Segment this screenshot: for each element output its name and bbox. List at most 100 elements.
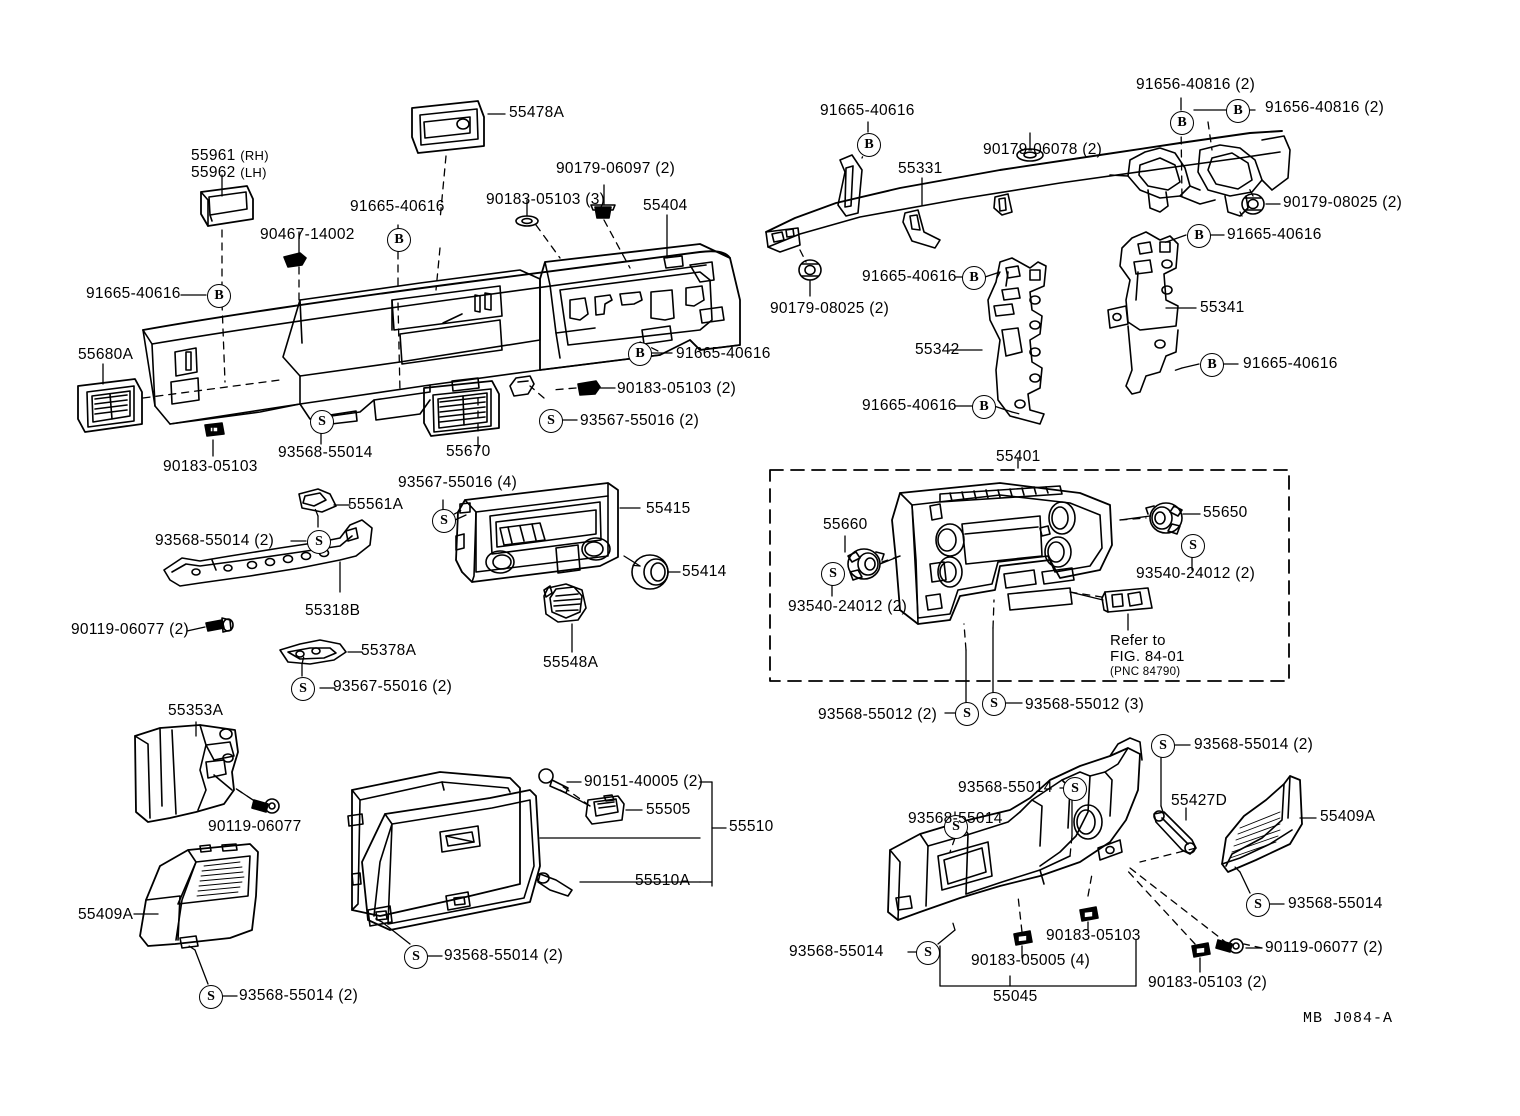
label-55505: 55505	[646, 801, 691, 818]
marker-s-93568-55012-b: S	[982, 692, 1006, 716]
label-90179-06078: 90179-06078 (2)	[983, 141, 1103, 158]
marker-s-93568-55012-a: S	[955, 702, 979, 726]
label-55962: 55962 (LH)	[191, 164, 267, 181]
part-55660-socket	[847, 548, 885, 581]
marker-s-93540-24012-left: S	[821, 562, 845, 586]
label-90183-05103-3: 90183-05103 (3)	[486, 191, 606, 208]
label-55342: 55342	[915, 341, 960, 358]
marker-letter: S	[318, 414, 326, 429]
label-55548A: 55548A	[543, 654, 599, 671]
label-93568-55014-55045-top: 93568-55014	[958, 779, 1053, 796]
marker-letter: S	[952, 819, 960, 834]
part-55505-striker	[585, 794, 625, 825]
part-55341-bracket	[1107, 231, 1179, 395]
label-93568-55014-55409A-left: 93568-55014 (2)	[239, 987, 359, 1004]
marker-letter: S	[299, 681, 307, 696]
marker-letter: B	[979, 399, 989, 414]
label-55427D: 55427D	[1171, 792, 1228, 809]
label-55961: 55961 (RH)	[191, 147, 269, 164]
part-55670-vent	[423, 380, 500, 437]
part-90119-06077-bolt-right	[1215, 938, 1244, 954]
label-90467-14002: 90467-14002	[260, 226, 355, 243]
label-90183-05103-55045: 90183-05103	[1046, 927, 1141, 944]
marker-letter: S	[829, 566, 837, 581]
label-55510A: 55510A	[635, 872, 691, 889]
part-55510-glove-door	[347, 771, 541, 931]
label-93540-24012-right: 93540-24012 (2)	[1136, 565, 1256, 582]
marker-s-93568-55014-55409A-right: S	[1246, 893, 1270, 917]
label-93568-55014-right-top: 93568-55014 (2)	[1194, 736, 1314, 753]
label-55378A: 55378A	[361, 642, 417, 659]
label-55341: 55341	[1200, 299, 1245, 316]
marker-letter: S	[440, 513, 448, 528]
label-90183-05103-2: 90183-05103 (2)	[617, 380, 737, 397]
label-90183-05103-left: 90183-05103	[163, 458, 258, 475]
label-91665-40616-beam: 91665-40616	[820, 102, 915, 119]
marker-letter: S	[1254, 897, 1262, 912]
marker-letter: S	[547, 413, 555, 428]
marker-b-91665-40616-beam: B	[857, 133, 881, 157]
label-93568-55014-panel: 93568-55014	[278, 444, 373, 461]
marker-letter: B	[1194, 228, 1204, 243]
label-55409A-right: 55409A	[1320, 808, 1376, 825]
part-55331-reinforcement-beam	[765, 130, 1291, 253]
label-93568-55014-55318B: 93568-55014 (2)	[155, 532, 275, 549]
part-55548A-knob	[543, 583, 587, 623]
label-91656-40816-b: 91656-40816 (2)	[1265, 99, 1385, 116]
label-55650: 55650	[1203, 504, 1248, 521]
part-55650-socket	[1145, 502, 1183, 535]
label-refer-to-line2: FIG. 84-01	[1110, 648, 1185, 665]
part-55427D-rod	[1153, 810, 1197, 855]
part-90183-05005-clip	[1013, 930, 1033, 946]
marker-s-93568-55014-55409A-left: S	[199, 985, 223, 1009]
marker-b-91665-40616-55341-top: B	[1187, 224, 1211, 248]
label-55318B: 55318B	[305, 602, 361, 619]
marker-s-93568-55014-55045-bottom: S	[916, 941, 940, 965]
part-55401-cluster-assembly	[891, 482, 1113, 625]
part-90179-06097-plug	[590, 204, 616, 219]
marker-letter: S	[1159, 738, 1167, 753]
marker-letter: B	[1207, 357, 1217, 372]
label-90179-08025-left: 90179-08025 (2)	[770, 300, 890, 317]
marker-s-93568-55014-panel: S	[310, 410, 334, 434]
part-connector-84790	[1101, 587, 1153, 613]
marker-b-91665-40616-topleft: B	[207, 284, 231, 308]
label-93567-55016-55378A: 93567-55016 (2)	[333, 678, 453, 695]
marker-letter: S	[412, 949, 420, 964]
part-90467-14002-clip	[283, 252, 307, 268]
label-55353A: 55353A	[168, 702, 224, 719]
marker-b-91665-40616-55341-bottom: B	[1200, 353, 1224, 377]
label-91665-40616-55341-top: 91665-40616	[1227, 226, 1322, 243]
part-90119-06077-bolt-55353A	[251, 798, 280, 814]
marker-letter: B	[1177, 115, 1187, 130]
label-90183-05005: 90183-05005 (4)	[971, 952, 1091, 969]
marker-letter: S	[1189, 538, 1197, 553]
part-90179-08025-nut-right	[1241, 193, 1265, 215]
label-91665-40616-center: 91665-40616	[350, 198, 445, 215]
part-55353A-side-trim	[134, 724, 239, 823]
part-90151-40005-screw	[538, 768, 569, 794]
label-90179-06097: 90179-06097 (2)	[556, 160, 676, 177]
label-90183-05103-right: 90183-05103 (2)	[1148, 974, 1268, 991]
label-90119-06077-left: 90119-06077 (2)	[71, 621, 189, 638]
label-91665-40616-topleft: 91665-40616	[86, 285, 181, 302]
label-55409A-left: 55409A	[78, 906, 134, 923]
label-55478A: 55478A	[509, 104, 565, 121]
marker-letter: B	[394, 232, 404, 247]
part-55415-cluster-panel	[455, 482, 619, 583]
label-91665-40616-55342-bottom: 91665-40616	[862, 397, 957, 414]
part-55404-instrument-panel	[142, 243, 741, 425]
part-55414-knob	[631, 554, 669, 590]
label-90119-06077-55353A: 90119-06077	[208, 818, 302, 835]
marker-s-93568-55014-55045-left: S	[944, 815, 968, 839]
label-55404: 55404	[643, 197, 688, 214]
part-55961-55962-side-vent	[200, 185, 254, 227]
part-55045-lower-panel	[887, 737, 1143, 921]
label-90151-40005: 90151-40005 (2)	[584, 773, 704, 790]
marker-b-91665-40616-55404: B	[628, 342, 652, 366]
label-93568-55014-55409A-right: 93568-55014	[1288, 895, 1383, 912]
label-55331: 55331	[898, 160, 943, 177]
label-93568-55012-2: 93568-55012 (2)	[818, 706, 938, 723]
marker-s-93540-24012-right: S	[1181, 534, 1205, 558]
